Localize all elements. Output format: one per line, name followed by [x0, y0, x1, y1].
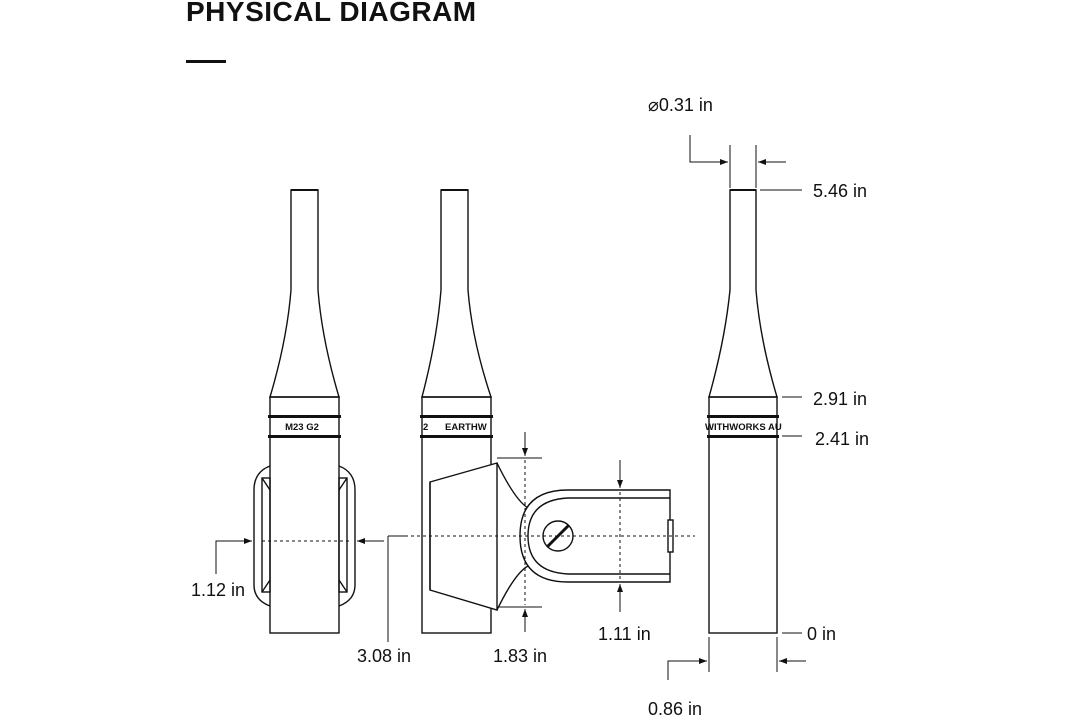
mount-height-dimension: 1.11 in: [598, 624, 651, 644]
clip-width-dimension: 1.12 in: [191, 580, 246, 600]
stand-mount: [519, 489, 674, 583]
page-title: PHYSICAL DIAGRAM: [186, 0, 477, 27]
diameter-dimension: ⌀0.31 in: [648, 96, 713, 114]
length-total-dimension: 5.46 in: [813, 181, 868, 201]
length-zero-dimension: 0 in: [807, 624, 837, 644]
clip-depth-dimension: 3.08 in: [357, 646, 412, 666]
length-band-dimension: 2.41 in: [815, 429, 870, 449]
body-dia-right-dimension: 0.86 in: [648, 699, 703, 719]
diameter-symbol: ⌀: [648, 95, 659, 115]
front-view-mic: [253, 189, 356, 634]
right-brand-label: WITHWORKS AU: [705, 422, 782, 433]
front-model-label: M23 G2: [285, 422, 319, 433]
title-underline: [186, 60, 226, 63]
side-brand-label: EARTHW: [445, 422, 487, 433]
length-taper-dimension: 2.91 in: [813, 389, 868, 409]
right-view-mic: [707, 189, 779, 634]
clip-height-dimension: 1.83 in: [493, 646, 548, 666]
diameter-value: 0.31 in: [658, 95, 713, 115]
side-brand-tail-label: 2: [423, 422, 428, 433]
dimension-lines: [215, 135, 806, 680]
side-view-mic: [420, 189, 529, 634]
